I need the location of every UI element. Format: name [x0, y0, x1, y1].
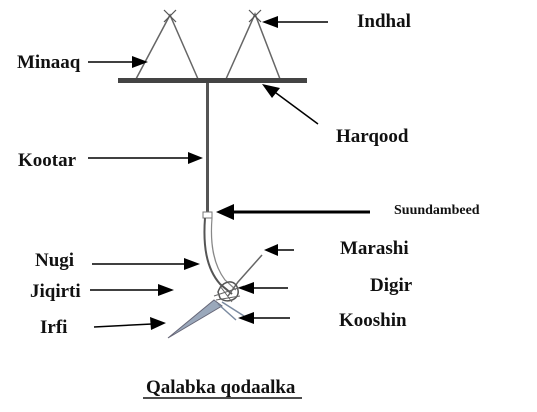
left-tie [163, 9, 177, 23]
left-yoke-frame [135, 13, 199, 80]
arrow-irfi [93, 317, 166, 330]
right-yoke-frame [225, 12, 281, 80]
label-nugi: Nugi [35, 250, 74, 271]
plough-body [203, 217, 233, 295]
arrow-indhal [262, 16, 328, 28]
label-indhal: Indhal [357, 11, 411, 32]
label-kooshin: Kooshin [339, 310, 407, 331]
draft-pole [206, 83, 209, 215]
arrow-minaaq [88, 56, 148, 68]
label-digir: Digir [370, 275, 413, 296]
diagram-caption: Qalabka qodaalka [146, 377, 296, 398]
handle-stick [227, 254, 263, 297]
arrow-harqood [262, 84, 319, 125]
label-marashi: Marashi [340, 238, 409, 259]
label-irfi: Irfi [40, 317, 67, 338]
arrow-jiqirti [90, 284, 174, 296]
blade-lower [217, 301, 245, 321]
arrow-suundambeed [216, 204, 370, 220]
arrow-nugi [92, 258, 200, 270]
arrow-digir [238, 282, 288, 294]
arrow-kooshin [238, 312, 290, 324]
binding-knot [217, 281, 239, 302]
plough-illustration [118, 9, 307, 339]
label-suundambeed: Suundambeed [394, 203, 480, 218]
right-tie [248, 9, 262, 23]
arrow-marashi [264, 244, 294, 256]
label-kootar: Kootar [18, 150, 77, 171]
arrow-kootar [88, 152, 203, 164]
label-harqood: Harqood [336, 126, 409, 147]
label-jiqirti: Jiqirti [30, 281, 81, 302]
plough-blade [167, 299, 223, 339]
yoke-beam [118, 78, 307, 83]
pole-joint [202, 211, 213, 219]
label-minaaq: Minaaq [17, 52, 81, 73]
plough-body-inner [210, 217, 237, 291]
